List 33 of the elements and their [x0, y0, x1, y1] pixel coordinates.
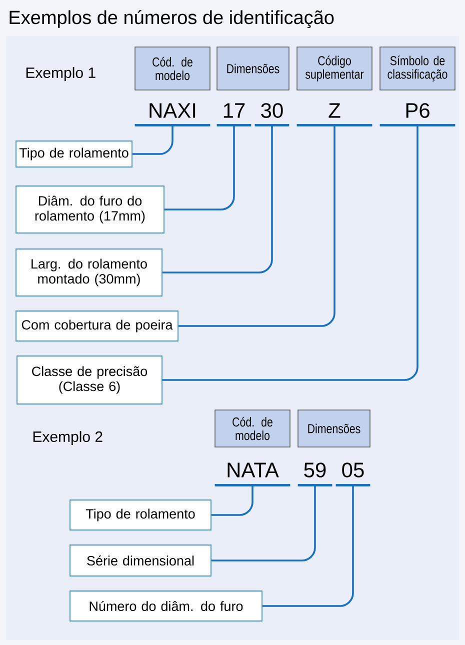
code-segment: 59	[298, 462, 332, 486]
category-box: Símbolo de classificação	[380, 46, 456, 90]
code-segment: Z	[296, 103, 372, 126]
code-segment: P6	[380, 103, 456, 126]
category-box: Cód. de modelo	[214, 410, 290, 448]
code-segment: 17	[216, 103, 252, 126]
leader-line	[262, 485, 354, 607]
description-box: Classe de precisão (Classe 6)	[16, 356, 162, 404]
code-segment: NAXI	[134, 103, 210, 126]
description-box: Com cobertura de poeira	[16, 310, 178, 342]
description-box: Larg. do rolamento montado (30mm)	[16, 248, 162, 296]
code-segment: 30	[254, 103, 290, 126]
category-box: Código suplementar	[296, 46, 372, 90]
leader-line	[162, 125, 418, 381]
description-box: Tipo de rolamento	[16, 140, 132, 168]
category-box: Cód. de modelo	[134, 46, 210, 90]
code-segment: NATA	[214, 462, 290, 486]
leader-line	[211, 485, 316, 562]
example-label: Exemplo 1	[26, 67, 96, 81]
description-box: Diâm. do furo do rolamento (17mm)	[16, 186, 164, 234]
example-label: Exemplo 2	[33, 431, 102, 445]
description-box: Número do diâm. do furo	[70, 590, 262, 622]
leader-line	[211, 485, 254, 516]
leader-line	[164, 125, 235, 210]
category-box: Dimensões	[216, 46, 290, 90]
title: Exemplos de números de identificação	[10, 10, 334, 28]
code-segment: 05	[336, 462, 370, 486]
category-box: Dimensões	[298, 410, 370, 448]
leader-line	[132, 125, 174, 155]
leader-line	[178, 125, 336, 327]
description-box: Tipo de rolamento	[70, 500, 212, 530]
leader-line	[162, 125, 273, 274]
description-box: Série dimensional	[70, 544, 212, 576]
